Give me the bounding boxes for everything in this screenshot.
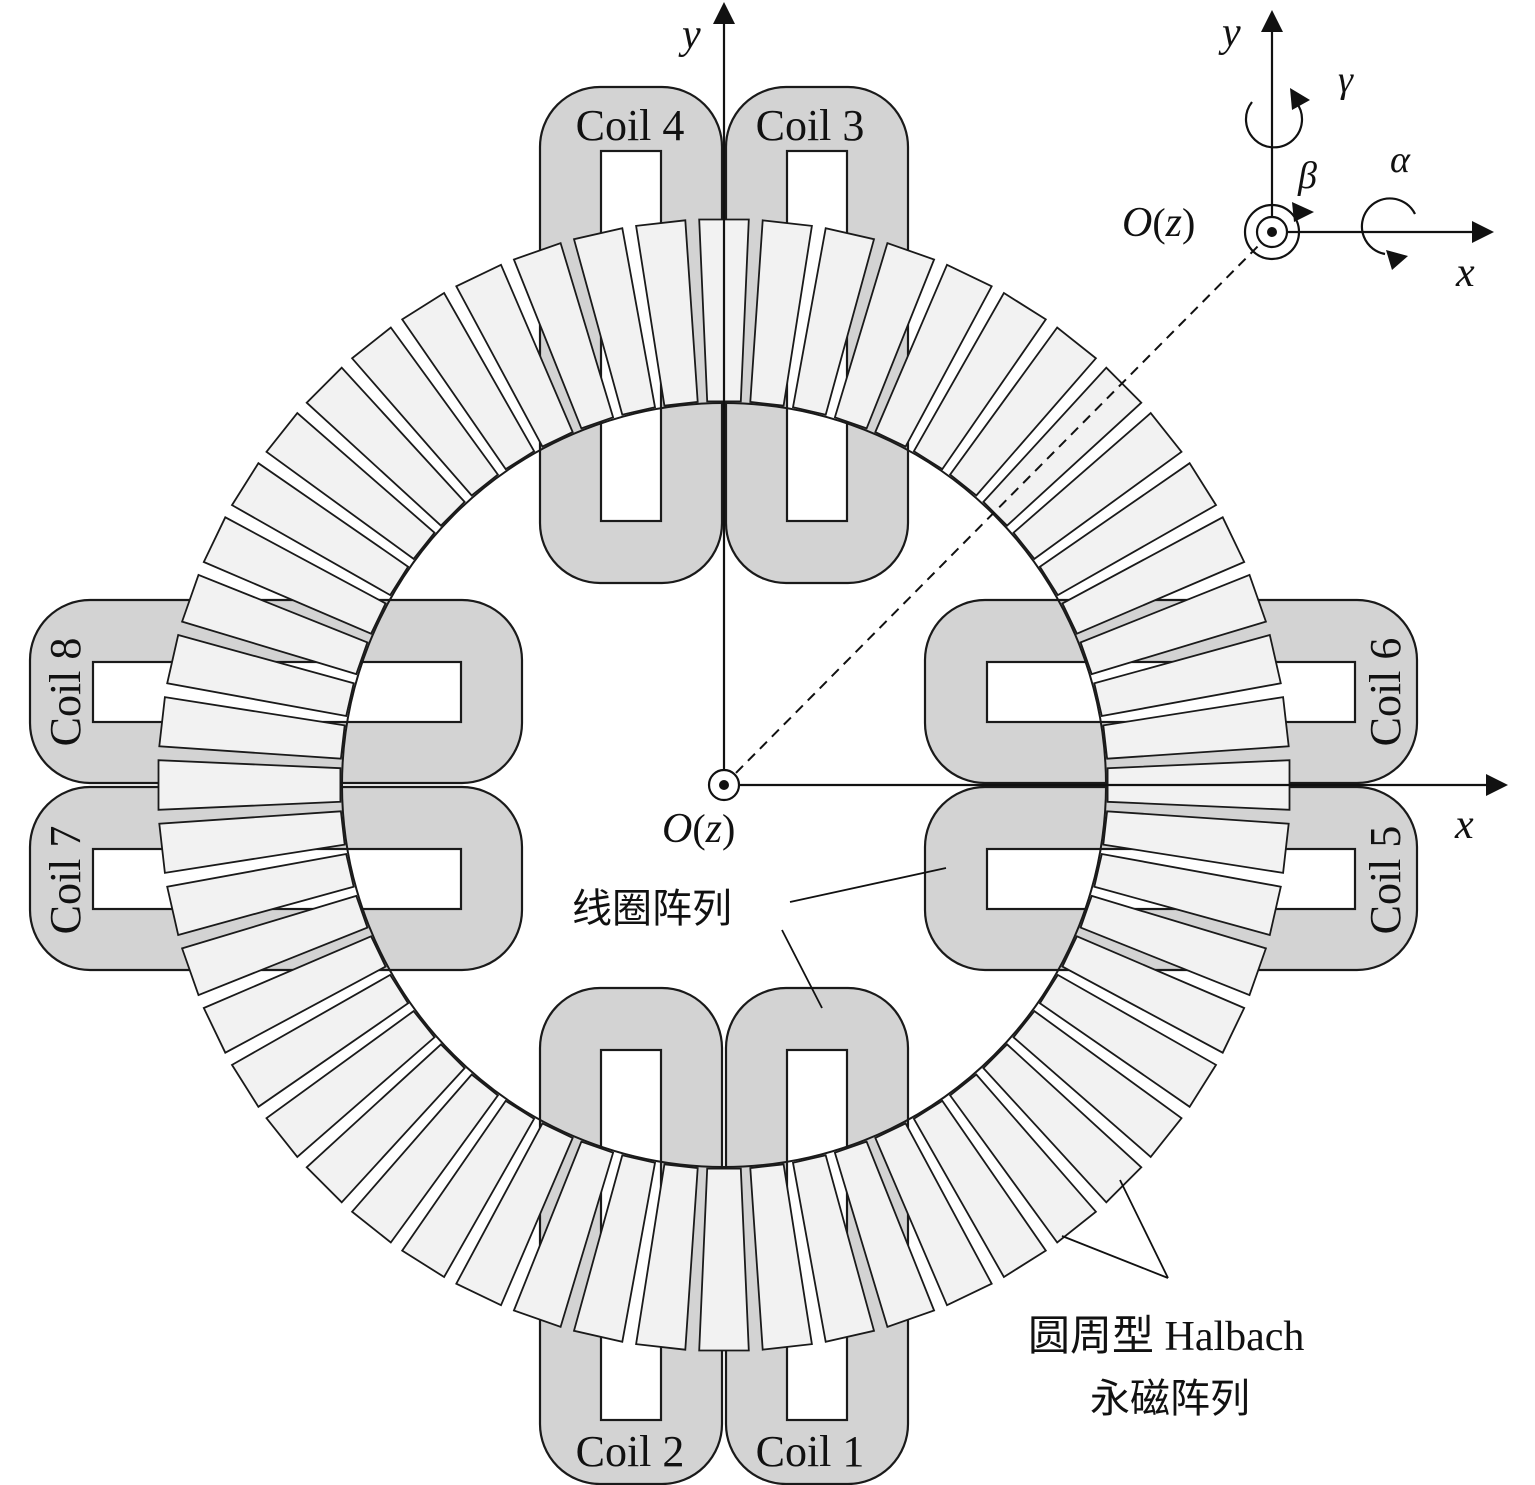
ref-x-label: x bbox=[1455, 250, 1475, 296]
halbach-magnet bbox=[833, 1140, 936, 1329]
gamma-arrow-icon bbox=[1290, 88, 1310, 110]
coil-array bbox=[28, 85, 1419, 1485]
main-origin-dot-icon bbox=[719, 780, 729, 790]
halbach-annotation-line1: 圆周型 Halbach bbox=[1028, 1314, 1304, 1360]
ref-origin-outer bbox=[1243, 203, 1301, 261]
halbach-magnet bbox=[1012, 411, 1183, 561]
halbach-magnet bbox=[157, 759, 342, 811]
halbach-magnet bbox=[180, 573, 369, 676]
main-y-arrow-icon bbox=[713, 2, 735, 24]
coil-4-label: Coil 4 bbox=[576, 101, 685, 150]
main-origin-label: O(z) bbox=[662, 806, 735, 852]
main-y-label: y bbox=[678, 12, 701, 58]
halbach-magnet bbox=[635, 219, 699, 407]
halbach-magnet bbox=[749, 1163, 813, 1351]
halbach-magnet bbox=[1061, 935, 1246, 1054]
halbach-magnet bbox=[1093, 633, 1282, 718]
halbach-magnet bbox=[1038, 461, 1218, 597]
origin-link-dashed bbox=[723, 231, 1273, 786]
halbach-magnet bbox=[230, 461, 410, 597]
halbach-magnet bbox=[948, 1073, 1098, 1244]
coil-5-label: Coil 5 bbox=[1361, 826, 1410, 935]
halbach-magnet bbox=[1079, 894, 1268, 997]
halbach-magnet bbox=[982, 1043, 1143, 1204]
halbach-annotation-line2: 永磁阵列 bbox=[1090, 1376, 1250, 1422]
halbach-magnet bbox=[180, 894, 369, 997]
halbach-magnet bbox=[874, 1122, 993, 1307]
beta-label: β bbox=[1297, 155, 1317, 197]
halbach-magnet bbox=[202, 516, 387, 635]
halbach-magnet bbox=[948, 326, 1098, 497]
main-x-arrow-icon bbox=[1486, 774, 1508, 796]
halbach-magnet bbox=[305, 1043, 466, 1204]
beta-arrow-icon bbox=[1292, 202, 1314, 222]
main-x-label: x bbox=[1454, 802, 1474, 848]
coil-array-leader-1 bbox=[789, 867, 947, 903]
halbach-magnet bbox=[1093, 852, 1282, 937]
coil-3-label: Coil 3 bbox=[756, 101, 865, 150]
halbach-magnet bbox=[166, 852, 355, 937]
coil-labels: Coil 4 Coil 3 Coil 2 Coil 1 Coil 8 Coil … bbox=[41, 101, 1410, 1476]
halbach-magnet bbox=[166, 633, 355, 718]
halbach-magnet bbox=[305, 366, 466, 527]
halbach-magnet bbox=[791, 1154, 876, 1343]
halbach-magnet bbox=[230, 973, 410, 1109]
alpha-rotation-icon bbox=[1360, 197, 1416, 256]
halbach-leader-2 bbox=[1119, 1179, 1169, 1279]
alpha-label: α bbox=[1390, 139, 1411, 181]
ref-origin-label: O(z) bbox=[1122, 200, 1195, 246]
coil-7-label: Coil 7 bbox=[41, 826, 90, 935]
halbach-magnet bbox=[698, 1167, 750, 1352]
halbach-magnet bbox=[350, 1073, 500, 1244]
halbach-magnet bbox=[1038, 973, 1218, 1109]
halbach-magnet bbox=[572, 227, 657, 416]
halbach-magnet bbox=[158, 696, 346, 760]
coil-6-label: Coil 6 bbox=[1361, 638, 1410, 747]
coil-8-label: Coil 8 bbox=[41, 638, 90, 747]
halbach-magnet bbox=[350, 326, 500, 497]
ref-y-arrow-icon bbox=[1261, 10, 1283, 32]
annotations: 线圈阵列 圆周型 Halbach 永磁阵列 bbox=[572, 867, 1304, 1422]
coil-2-label: Coil 2 bbox=[576, 1427, 685, 1476]
reference-frame: y x γ α β O(z) bbox=[1122, 10, 1494, 296]
ref-origin-dot-icon bbox=[1267, 227, 1277, 237]
ref-x-arrow-icon bbox=[1472, 221, 1494, 243]
halbach-magnet bbox=[455, 263, 574, 448]
halbach-magnet bbox=[1012, 1009, 1183, 1159]
halbach-magnet bbox=[833, 241, 936, 430]
halbach-magnet bbox=[1102, 696, 1290, 760]
halbach-magnet bbox=[400, 1099, 536, 1279]
halbach-magnet bbox=[512, 241, 615, 430]
halbach-magnet bbox=[635, 1163, 699, 1351]
main-axes: y x O(z) bbox=[662, 2, 1508, 852]
halbach-magnet bbox=[791, 227, 876, 416]
halbach-magnet bbox=[265, 411, 436, 561]
halbach-magnet bbox=[400, 291, 536, 471]
halbach-magnet bbox=[912, 291, 1048, 471]
halbach-magnet bbox=[512, 1140, 615, 1329]
halbach-magnet bbox=[749, 219, 813, 407]
halbach-magnet bbox=[874, 263, 993, 448]
gamma-label: γ bbox=[1338, 59, 1354, 101]
halbach-magnet bbox=[455, 1122, 574, 1307]
halbach-magnet-ring bbox=[157, 218, 1291, 1352]
ref-y-label: y bbox=[1218, 10, 1241, 56]
alpha-arrow-icon bbox=[1386, 250, 1408, 270]
halbach-magnet bbox=[1102, 810, 1290, 874]
halbach-magnet bbox=[1061, 516, 1246, 635]
gamma-rotation-icon bbox=[1244, 101, 1304, 149]
halbach-leader-1 bbox=[1061, 1235, 1169, 1279]
coil-array-leader-2 bbox=[781, 929, 823, 1009]
halbach-magnet bbox=[912, 1099, 1048, 1279]
halbach-magnet bbox=[572, 1154, 657, 1343]
coil-1-label: Coil 1 bbox=[756, 1427, 865, 1476]
halbach-magnet bbox=[265, 1009, 436, 1159]
halbach-magnet bbox=[982, 366, 1143, 527]
halbach-magnet bbox=[158, 810, 346, 874]
halbach-magnet bbox=[202, 935, 387, 1054]
coil-array-annotation: 线圈阵列 bbox=[572, 886, 732, 932]
halbach-magnet bbox=[1079, 573, 1268, 676]
